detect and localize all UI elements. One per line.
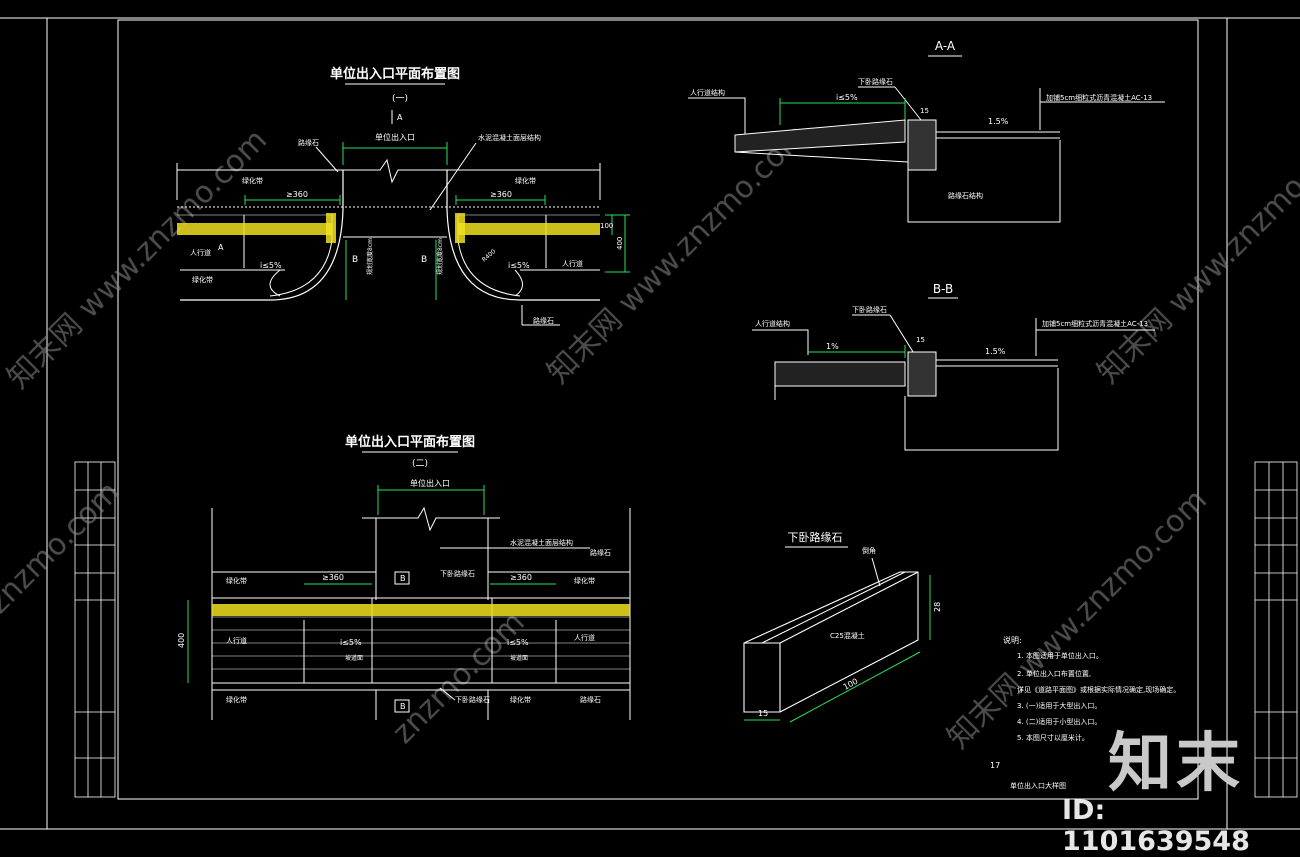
brand-logo: 知末 [1108,727,1244,801]
secA-base: 路缘石结构 [948,191,983,200]
secA-sidewalk-label: 人行道结构 [690,88,725,97]
plan2-B-top: B [400,574,406,583]
secA-d15: 15 [920,107,929,115]
plan1-section-label: A [397,113,403,122]
plan2-entrance-label: 单位出入口 [410,478,450,488]
note-item: 2. 单位出入口布置位置, [1017,669,1091,678]
plan2-sidewalk-right: 人行道 [574,633,595,642]
plan2-B-bottom: B [400,702,406,711]
plan2-ramp-left: 坡道面 [345,654,363,662]
plan2-brick-pattern [212,616,630,670]
curb3d-material: C25混凝土 [830,631,865,640]
plan1-dim-400: 400 [616,237,624,250]
secA-pct: 1.5% [988,117,1009,126]
secA-title: A-A [935,39,956,53]
plan1-dim-100: 100 [600,222,613,230]
note-item: 1. 本图适用于单位出入口。 [1017,651,1103,660]
plan2-sidewalk-left: 人行道 [226,636,247,645]
plan1-concrete-label: 水泥混凝土面层结构 [478,133,541,142]
plan1-entrance-dim [342,142,448,165]
title-block-left [74,461,116,798]
plan2-green-right: 绿化带 [574,576,595,585]
image-id: ID: 1101639548 [1062,795,1250,857]
plan1-sidewalk-left: 人行道 [190,248,211,257]
title-block-right [1254,461,1298,798]
section-A-A: A-A 下卧路缘石 人行道结构 i≤5% 15 加铺5cm细粒式沥青混凝土AC-… [688,39,1165,223]
plan2-concrete-label: 水泥混凝土面层结构 [510,538,573,547]
plan-2: 单位出入口平面布置图 (二) 单位出入口 [177,434,631,720]
drawing-frame [0,17,1300,830]
plan2-dim-400: 400 [177,633,186,648]
notes-title: 说明: [1003,635,1022,645]
plan1-dim-360-right: ≥360 [490,190,512,199]
plan1-dim-360-left: ≥360 [286,190,308,199]
plan2-green-left: 绿化带 [226,576,247,585]
curb3d-dim-28: 28 [933,602,942,612]
plan1-A-mark: A [218,243,224,252]
note-item: 4. (二)适用于小型出入口。 [1017,717,1101,726]
secA-slope: i≤5% [836,93,858,102]
section-B-B: B-B 下卧路缘石 人行道结构 1% 15 加铺5cm细粒式沥青混凝土AC-13… [752,282,1155,451]
plan1-slope-left: i≤5% [260,261,282,270]
plan2-slope-left: i≤5% [340,638,362,647]
plan1-slope-right: i≤5% [508,261,530,270]
plan1-B-left: B [352,255,358,265]
curb3d-title: 下卧路缘石 [788,531,843,544]
secB-pct1: 1% [826,342,839,351]
secB-title: B-B [933,282,953,296]
plan2-curb-label: 路缘石 [590,548,611,557]
secA-curb-label: 下卧路缘石 [858,77,893,86]
plan2-curb-lower: 路缘石 [580,695,601,704]
plan1-width-right: 规划宽度8cm [436,238,444,275]
secB-d15: 15 [916,336,925,344]
plan1-subtitle: (一) [392,94,408,104]
plan-1: 单位出入口平面布置图 (一) A 单位出入口 路缘石 水泥混凝土面层结构 [176,66,630,326]
plan1-green-belt-left: 绿化带 [242,176,263,185]
plan1-entrance-label: 单位出入口 [375,132,415,142]
page-number: 17 [990,761,1000,770]
plan2-lowcurb-top: 下卧路缘石 [440,569,475,578]
note-item: 3. (一)适用于大型出入口。 [1017,701,1101,710]
secB-curb-label: 下卧路缘石 [852,305,887,314]
secA-asphalt: 加铺5cm细粒式沥青混凝土AC-13 [1046,93,1152,102]
plan2-slope-right: i≤5% [507,638,529,647]
secB-sidewalk-label: 人行道结构 [755,319,790,328]
note-item: 详见《道路平面图》或根据实际情况确定,现场确定。 [1017,685,1180,694]
secB-asphalt: 加铺5cm细粒式沥青混凝土AC-13 [1042,319,1148,328]
curb3d-chamfer: 倒角 [862,546,876,555]
curb3d-dim-15: 15 [758,709,768,718]
plan1-green-belt-right: 绿化带 [515,176,536,185]
plan2-title: 单位出入口平面布置图 [345,434,475,450]
plan1-B-right: B [421,255,427,265]
plan2-ramp-right: 坡道面 [510,654,528,662]
secB-pct15: 1.5% [985,347,1006,356]
plan2-green-lower-right: 绿化带 [510,695,531,704]
plan2-lowcurb-bottom: 下卧路缘石 [455,695,490,704]
plan2-dim-360-left: ≥360 [322,573,344,582]
plan1-green-belt-lower: 绿化带 [192,275,213,284]
plan1-curb-bottom: 路缘石 [533,316,554,325]
plan1-curb-label: 路缘石 [298,138,319,147]
note-item: 5. 本图尺寸以厘米计。 [1017,733,1089,742]
drawing-footer: 单位出入口大样图 [1010,781,1066,790]
plan1-title: 单位出入口平面布置图 [330,66,460,82]
plan2-green-lower-left: 绿化带 [226,695,247,704]
plan1-width-left: 规划宽度8cm [366,238,374,275]
notes: 说明: 1. 本图适用于单位出入口。 2. 单位出入口布置位置, 详见《道路平面… [990,635,1180,790]
plan2-subtitle: (二) [412,459,428,469]
plan2-dim-360-right: ≥360 [510,573,532,582]
curb-3d: 下卧路缘石 倒角 C25混凝土 28 100 15 [743,531,942,723]
plan1-sidewalk-right: 人行道 [562,259,583,268]
